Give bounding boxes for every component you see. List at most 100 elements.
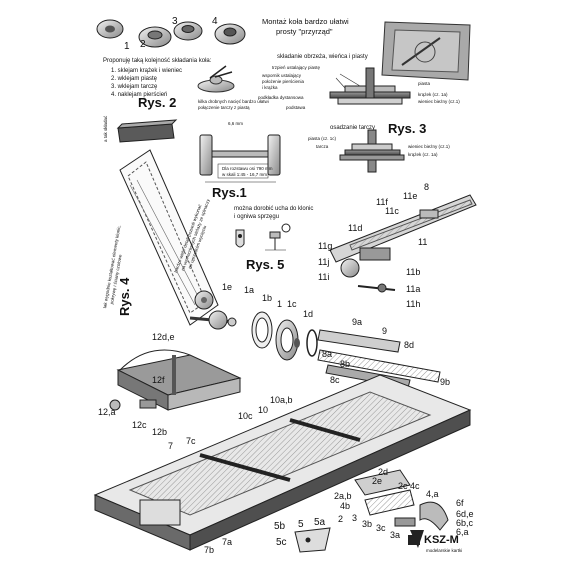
jig-title: prosty "przyrząd" — [276, 27, 333, 36]
part-label: 8a — [322, 349, 333, 359]
assembly-label: podstawa — [286, 105, 306, 110]
part-label: 3 — [352, 513, 358, 523]
step-number: 4 — [212, 16, 218, 27]
part-label: 7c — [186, 436, 196, 446]
assembly-label: i krążka — [262, 85, 278, 90]
part-label: 10a,b — [270, 395, 293, 405]
part-label: 2c — [398, 481, 408, 491]
part-label: 11c — [385, 206, 399, 216]
figure-label-rys2: Rys. 2 — [138, 95, 177, 110]
step-number: 1 — [124, 41, 130, 52]
assembly-part-label: krążek (cz. 1a) — [418, 92, 448, 97]
brand-subtitle: modelarskie kartki — [426, 548, 463, 553]
part-label: 4,a — [426, 489, 439, 499]
coupler-part — [294, 527, 331, 553]
fold-note: a tak składać — [103, 115, 108, 142]
figure-label-rys4: Rys. 4 — [117, 277, 132, 316]
part-label: 12f — [152, 375, 165, 385]
axle-caption: w skali 1:45 - 16,7 mm — [222, 172, 268, 177]
part-label: 5a — [314, 517, 326, 528]
wheel-step-icons — [96, 19, 246, 48]
part-label: 4b — [340, 501, 351, 511]
hub-cut-sketch — [197, 65, 235, 93]
disc-fit-section — [339, 129, 405, 173]
part-label: 12d,e — [152, 332, 175, 342]
figure-label-rys5: Rys. 5 — [246, 257, 285, 272]
disc-fit-title: osadzanie tarczy — [330, 125, 376, 131]
part-label: 11e — [403, 191, 418, 201]
part-label: 1d — [303, 309, 314, 319]
part-label: 3c — [376, 523, 386, 533]
figure-label-rys1: Rys.1 — [212, 185, 247, 200]
part-label: 7 — [168, 441, 174, 451]
disc-fit-part: wieniec bieżny (cz.1) — [408, 144, 450, 149]
part-label: 11i — [318, 272, 330, 282]
part-label: 5c — [276, 537, 287, 548]
step-item: 1. sklejam krążek i wieniec — [111, 68, 183, 74]
rys2-note: kilka drobnych nacięć bardzo ułatwi — [198, 99, 269, 104]
part-label: 3b — [362, 519, 373, 529]
assembly-label: wspornik ustalający — [262, 73, 302, 78]
part-label: 11h — [406, 299, 421, 309]
part-label: 2 — [338, 514, 344, 524]
wheel-jig — [381, 21, 471, 81]
ksz-logo — [410, 530, 424, 548]
exploded-wheel — [189, 310, 318, 361]
side-wall-bending — [119, 149, 219, 326]
part-label: 5 — [298, 519, 304, 530]
hook-note: i ogniwa sprzęgu — [234, 214, 280, 220]
jig-title: Montaż koła bardzo ułatwi — [262, 17, 349, 26]
figure-label-rys3: Rys. 3 — [388, 121, 427, 136]
flatbed-body — [93, 374, 472, 551]
assembly-section — [329, 67, 411, 105]
part-label: 1a — [244, 285, 255, 295]
part-label: 12,a — [98, 407, 116, 417]
part-label: 11g — [318, 241, 333, 251]
part-label: 8c — [330, 375, 340, 385]
part-label: 8b — [340, 359, 351, 369]
assembly-label: podkładka dystansowa — [258, 95, 304, 100]
part-label: 4c — [410, 481, 420, 491]
part-label: 9b — [440, 377, 451, 387]
part-label: 2d — [378, 467, 389, 477]
part-label: 5b — [274, 521, 286, 532]
part-label: 1 — [277, 299, 283, 309]
part-label: 6b,c — [456, 518, 474, 528]
part-label: 10c — [238, 411, 253, 421]
part-label: 11a — [406, 284, 421, 294]
assembly-part-label: piasta — [418, 81, 431, 86]
part-label: 6,a — [456, 527, 469, 537]
step-number: 2 — [140, 39, 146, 50]
axle-caption: Dla rozstawu osi 790 mm — [222, 166, 273, 171]
step-number: 3 — [172, 16, 178, 27]
part-label: 12b — [152, 427, 168, 437]
brand-logo: KSZ-M — [424, 534, 459, 546]
part-label: 8 — [424, 182, 430, 192]
part-label: 2e — [372, 476, 383, 486]
part-label: 7b — [204, 545, 215, 555]
step-item: 3. wklejam tarczę — [111, 84, 158, 90]
bogie-parts — [354, 469, 449, 545]
end-cab — [109, 349, 242, 411]
step-item: 2. wklejam piastę — [111, 76, 158, 82]
disc-fit-part: krążek (cz. 1a) — [408, 152, 438, 157]
part-label: 12c — [132, 420, 147, 430]
part-label: 6d,e — [456, 509, 474, 519]
part-label: 11d — [348, 223, 363, 233]
step-item: 4. naklejam pierścień — [111, 92, 168, 98]
part-label: 10 — [258, 405, 269, 415]
wheelset-drawing — [199, 134, 281, 183]
assembly-title: składanie obrzeża, wieńca i piasty — [277, 54, 368, 60]
part-label: 1e — [222, 282, 233, 292]
disc-fit-label: tarcza — [316, 144, 329, 149]
part-label: 6f — [456, 498, 464, 508]
part-label: 9 — [382, 326, 388, 336]
assembly-label: trzpień ustalający piastę — [272, 65, 321, 70]
rys2-note: połączenie tarczy z piastą — [198, 105, 250, 110]
hook-note: można dorobić ucha do klonic — [234, 206, 314, 212]
disc-fit-label: piasta (cz. 1c) — [308, 136, 337, 141]
axle-dimension: 6,6 mm — [228, 121, 244, 126]
part-label: 11f — [376, 197, 388, 207]
part-label: 3a — [390, 530, 401, 540]
